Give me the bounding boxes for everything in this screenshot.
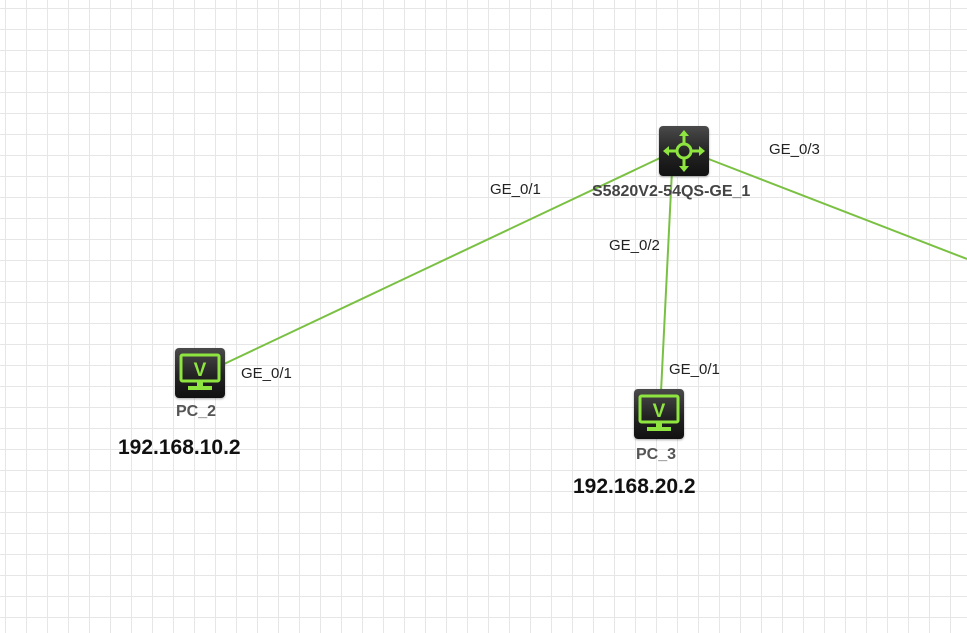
pc-monitor-icon: V <box>179 353 221 390</box>
pc2-name-label: PC_2 <box>176 403 217 420</box>
svg-text:V: V <box>194 360 207 381</box>
switch-name-label: S5820V2-54QS-GE_1 <box>592 183 751 200</box>
pc3-ip-label: 192.168.20.2 <box>573 475 696 498</box>
link-switch-offscreen[interactable] <box>705 157 967 260</box>
link-switch-pc2[interactable] <box>223 157 661 365</box>
pc-monitor-icon: V <box>638 394 680 431</box>
switch-port-ge01-label: GE_0/1 <box>490 181 541 198</box>
pc3-port-ge01-label: GE_0/1 <box>669 361 720 378</box>
pc2-port-ge01-label: GE_0/1 <box>241 365 292 382</box>
pc3-name-label: PC_3 <box>636 446 677 463</box>
svg-text:V: V <box>653 401 666 422</box>
pc2-ip-label: 192.168.10.2 <box>118 436 241 459</box>
pc2-node[interactable]: V <box>175 348 225 398</box>
switch-node[interactable] <box>659 126 709 176</box>
switch-port-ge03-label: GE_0/3 <box>769 141 820 158</box>
link-switch-pc3[interactable] <box>660 169 673 393</box>
switch-router-icon <box>663 130 705 172</box>
pc3-node[interactable]: V <box>634 389 684 439</box>
switch-port-ge02-label: GE_0/2 <box>609 237 660 254</box>
